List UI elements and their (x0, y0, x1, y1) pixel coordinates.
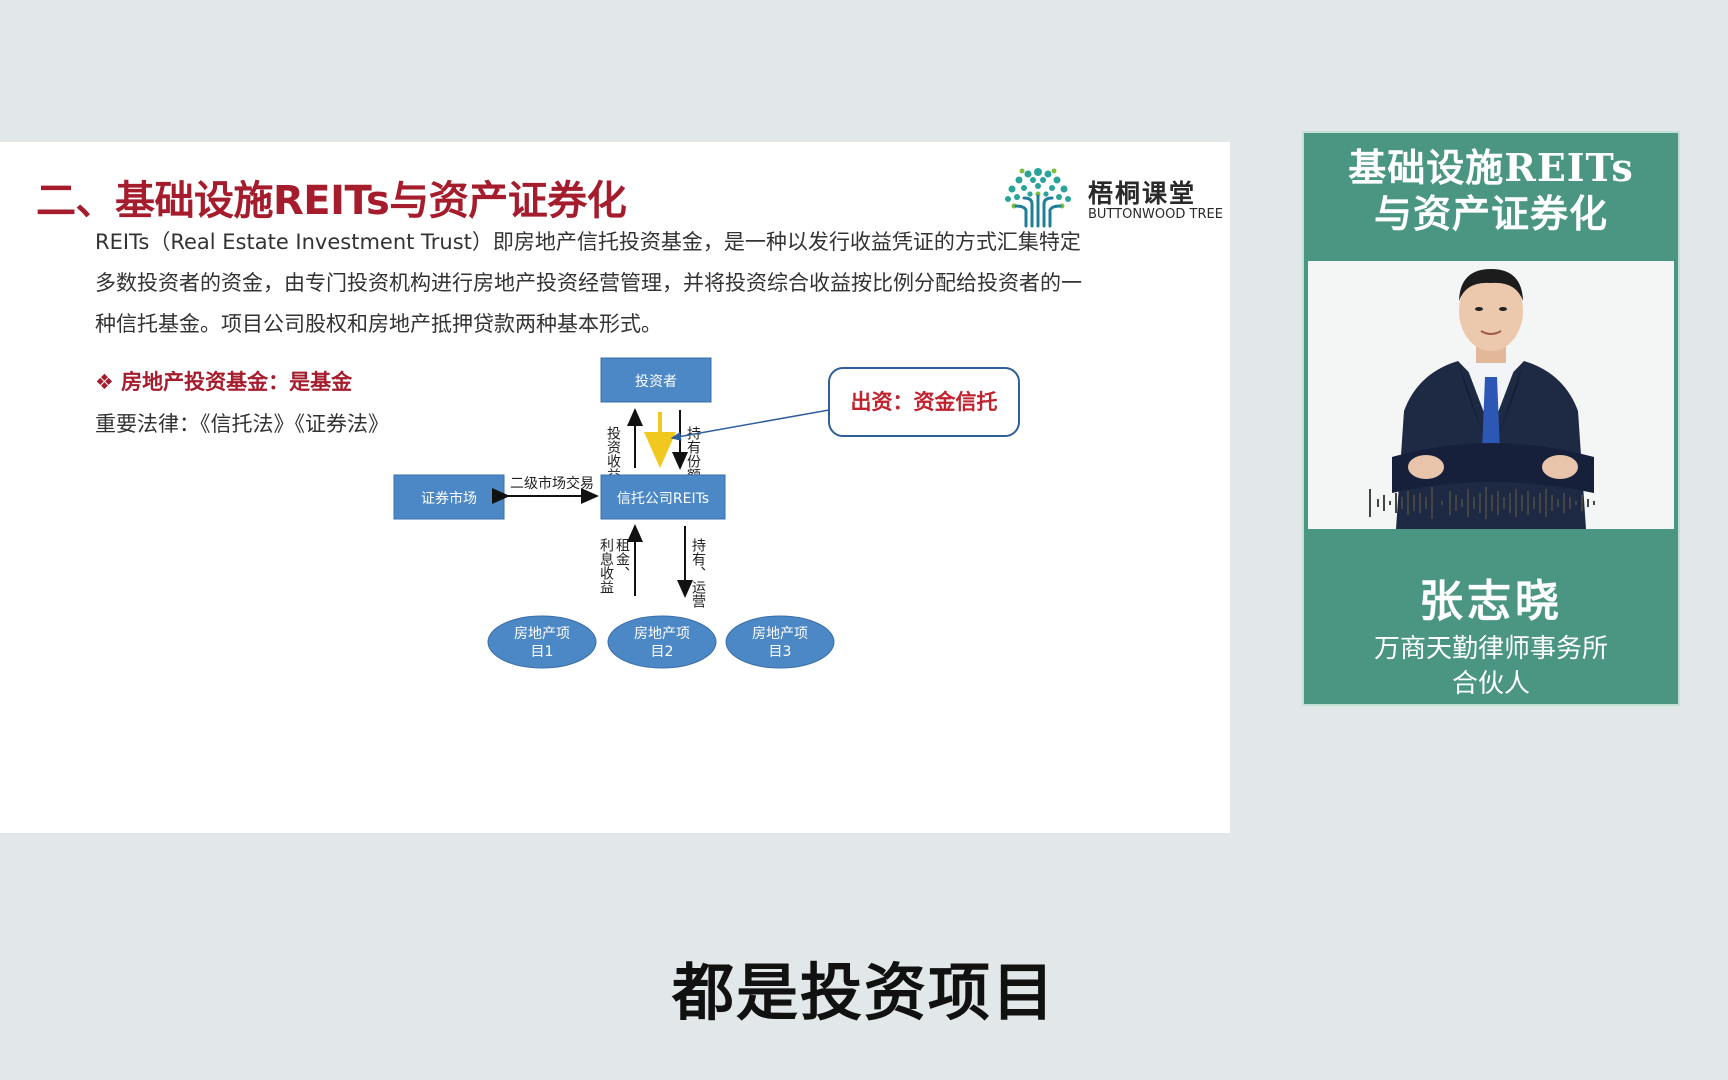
video-subtitle: 都是投资项目 (671, 956, 1056, 1029)
speaker-role: 合伙人 (1451, 669, 1530, 699)
edge-label-rent: 租金、 (614, 538, 630, 580)
law-line: 重要法律：《信托法》《证券法》 (95, 412, 389, 436)
card-title-line2: 与资产证券化 (1373, 191, 1608, 236)
svg-text:房地产项: 房地产项 (634, 626, 690, 642)
buttonwood-logo: 梧桐课堂 BUTTONWOOD TREE (1002, 164, 1223, 228)
trust-reits-node: 信托公司REITs (600, 474, 726, 520)
slide: 二、基础设施REITs与资产证券化 梧桐课堂 (0, 142, 1230, 833)
bullet-text: 房地产投资基金：是基金 (121, 370, 353, 394)
investor-label: 投资者 (635, 374, 677, 390)
svg-text:目1: 目1 (531, 644, 554, 660)
edge-label-secondary-market: 二级市场交易 (510, 475, 594, 492)
project-node-2: 房地产项 目2 (607, 615, 717, 669)
logo-text-en: BUTTONWOOD TREE (1088, 207, 1223, 222)
bullet-diamond-icon: ❖ (95, 370, 114, 394)
edge-label-hold-operate: 持有、运营 (690, 538, 706, 608)
slide-title: 二、基础设施REITs与资产证券化 (36, 178, 627, 224)
bullet-point: ❖ 房地产投资基金：是基金 (95, 366, 352, 396)
investor-node: 投资者 (600, 357, 712, 403)
speaker-name: 张志晓 (1419, 576, 1563, 627)
audio-waveform-icon (1369, 487, 1595, 519)
project-node-1: 房地产项 目1 (487, 615, 597, 669)
tree-logo-icon (1005, 168, 1071, 228)
svg-text:房地产项: 房地产项 (752, 626, 808, 642)
edge-label-investment-return: 投资收益 (605, 426, 621, 482)
logo-text-cn: 梧桐课堂 (1088, 179, 1197, 208)
svg-text:目2: 目2 (651, 644, 674, 660)
trust-reits-label: 信托公司REITs (617, 491, 709, 507)
callout-label: 出资：资金信托 (851, 390, 998, 414)
securities-market-node: 证券市场 (393, 474, 505, 520)
speaker-portrait-icon (1392, 269, 1594, 529)
card-title: 基础设施REITs 与资产证券化 (1304, 145, 1678, 237)
callout-capital-trust: 出资：资金信托 (670, 367, 1020, 441)
intro-paragraph: REITs（Real Estate Investment Trust）即房地产信… (95, 230, 1082, 336)
svg-text:房地产项: 房地产项 (514, 626, 570, 642)
speaker-photo (1308, 261, 1674, 529)
speaker-card: 基础设施REITs 与资产证券化 (1302, 131, 1680, 706)
edge-label-interest-income: 利息收益 (598, 538, 614, 594)
card-title-line1: 基础设施REITs (1348, 145, 1634, 190)
reits-structure-diagram: 投资者 投资收益 持有份额 信托公司REITs 证券市场 二级市场交易 利息收益… (393, 357, 1020, 669)
svg-text:目3: 目3 (769, 644, 792, 660)
speaker-org: 万商天勤律师事务所 (1373, 634, 1608, 664)
project-node-3: 房地产项 目3 (725, 615, 835, 669)
securities-market-label: 证券市场 (421, 490, 477, 507)
edge-label-holding-share: 持有份额 (685, 426, 701, 482)
